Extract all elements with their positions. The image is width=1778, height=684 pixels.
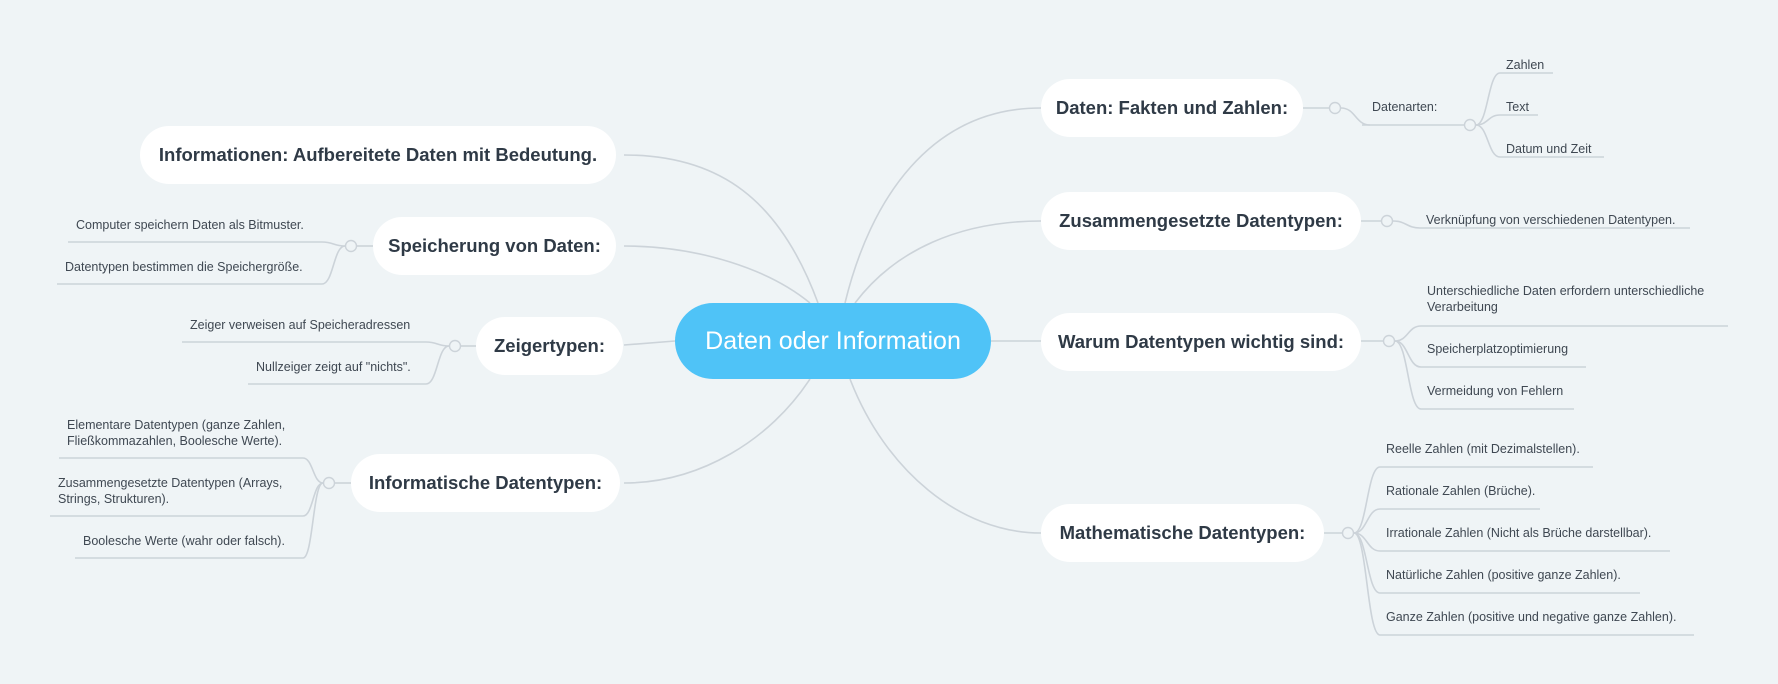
branch-line bbox=[844, 107, 1042, 304]
branch-line bbox=[425, 345, 450, 385]
leaf-irrationale-zahlen[interactable]: Irrationale Zahlen (Nicht als Brüche dar… bbox=[1386, 526, 1652, 540]
leaf-rationale-zahlen[interactable]: Rationale Zahlen (Brüche). bbox=[1386, 484, 1536, 498]
topic-label: Daten: Fakten und Zahlen: bbox=[1055, 97, 1289, 118]
branch-line bbox=[302, 457, 324, 484]
topic-label: Zusammengesetzte Datentypen: bbox=[1059, 210, 1343, 231]
topic-label: Informatische Datentypen: bbox=[368, 472, 603, 493]
topic-informationen[interactable]: Informationen: Aufbereitete Daten mit Be… bbox=[140, 126, 616, 184]
topic-informatische-datentypen[interactable]: Informatische Datentypen: bbox=[351, 454, 620, 512]
collapse-knob[interactable] bbox=[344, 239, 358, 253]
branch-line bbox=[1353, 532, 1381, 636]
branch-line bbox=[1475, 124, 1501, 158]
collapse-knob[interactable] bbox=[1341, 526, 1355, 540]
branch-line bbox=[1340, 107, 1371, 126]
leaf-speicherplatz[interactable]: Speicherplatzoptimierung bbox=[1427, 342, 1569, 356]
branch-line bbox=[302, 482, 324, 559]
leaf-bitmuster[interactable]: Computer speichern Daten als Bitmuster. bbox=[76, 218, 304, 232]
leaf-unterschiedliche-daten[interactable]: Unterschiedliche Daten erfordern untersc… bbox=[1427, 284, 1705, 314]
branch-line bbox=[1394, 325, 1422, 342]
leaf-boolesche-werte[interactable]: Boolesche Werte (wahr oder falsch). bbox=[83, 534, 285, 548]
topic-label: Warum Datentypen wichtig sind: bbox=[1057, 331, 1345, 352]
collapse-knob[interactable] bbox=[1463, 118, 1477, 132]
leaf-zahlen[interactable]: Zahlen bbox=[1506, 58, 1545, 72]
topic-warum-datentypen[interactable]: Warum Datentypen wichtig sind: bbox=[1041, 313, 1361, 371]
topic-label: Informationen: Aufbereitete Daten mit Be… bbox=[158, 144, 598, 165]
topic-label: Speicherung von Daten: bbox=[388, 235, 601, 256]
leaf-vermeidung-fehler[interactable]: Vermeidung von Fehlern bbox=[1427, 384, 1564, 398]
topic-label: Zeigertypen: bbox=[493, 335, 606, 356]
branch-line bbox=[623, 340, 676, 346]
leaf-reelle-zahlen[interactable]: Reelle Zahlen (mit Dezimalstellen). bbox=[1386, 442, 1580, 456]
branch-line bbox=[321, 245, 346, 285]
branch-line bbox=[1353, 466, 1381, 534]
topic-zusammengesetzte-datentypen[interactable]: Zusammengesetzte Datentypen: bbox=[1041, 192, 1361, 250]
branch-line bbox=[1392, 220, 1421, 229]
collapse-knob[interactable] bbox=[1328, 101, 1342, 115]
branch-line bbox=[1394, 340, 1422, 368]
collapse-knob[interactable] bbox=[1382, 334, 1396, 348]
topic-speicherung[interactable]: Speicherung von Daten: bbox=[373, 217, 616, 275]
topic-mathematische-datentypen[interactable]: Mathematische Datentypen: bbox=[1041, 504, 1324, 562]
branch-line bbox=[425, 341, 450, 347]
leaf-speicheradressen[interactable]: Zeiger verweisen auf Speicheradressen bbox=[190, 318, 411, 332]
branch-line bbox=[1353, 508, 1381, 534]
branch-line bbox=[1394, 340, 1422, 410]
leaf-ganze-zahlen[interactable]: Ganze Zahlen (positive und negative ganz… bbox=[1386, 610, 1677, 624]
central-topic[interactable]: Daten oder Information bbox=[675, 303, 991, 379]
leaf-elementare-datentypen[interactable]: Elementare Datentypen (ganze Zahlen, Fli… bbox=[67, 418, 286, 448]
branch-line bbox=[1475, 114, 1501, 126]
leaf-nullzeiger[interactable]: Nullzeiger zeigt auf "nichts". bbox=[256, 360, 411, 374]
branch-line bbox=[854, 220, 1042, 304]
leaf-verknuepfung[interactable]: Verknüpfung von verschiedenen Datentypen… bbox=[1426, 213, 1676, 227]
branch-line bbox=[623, 154, 819, 304]
leaf-text[interactable]: Text bbox=[1506, 100, 1529, 114]
branch-line bbox=[623, 378, 811, 484]
leaf-natuerliche-zahlen[interactable]: Natürliche Zahlen (positive ganze Zahlen… bbox=[1386, 568, 1621, 582]
leaf-zusammengesetzte-arrays[interactable]: Zusammengesetzte Datentypen (Arrays, Str… bbox=[58, 476, 283, 506]
branch-line bbox=[1475, 72, 1501, 126]
topic-daten-fakten[interactable]: Daten: Fakten und Zahlen: bbox=[1041, 79, 1303, 137]
branch-line bbox=[623, 245, 811, 304]
topic-label: Mathematische Datentypen: bbox=[1059, 522, 1306, 543]
collapse-knob[interactable] bbox=[448, 339, 462, 353]
leaf-speichergroesse[interactable]: Datentypen bestimmen die Speichergröße. bbox=[65, 260, 303, 274]
central-topic-label: Daten oder Information bbox=[705, 326, 961, 355]
branch-line bbox=[321, 241, 346, 247]
collapse-knob[interactable] bbox=[1380, 214, 1394, 228]
collapse-knob[interactable] bbox=[322, 476, 336, 490]
subtopic-datenarten[interactable]: Datenarten: bbox=[1372, 100, 1438, 114]
topic-zeigertypen[interactable]: Zeigertypen: bbox=[476, 317, 623, 375]
branch-line bbox=[849, 378, 1042, 534]
leaf-datum-zeit[interactable]: Datum und Zeit bbox=[1506, 142, 1592, 156]
